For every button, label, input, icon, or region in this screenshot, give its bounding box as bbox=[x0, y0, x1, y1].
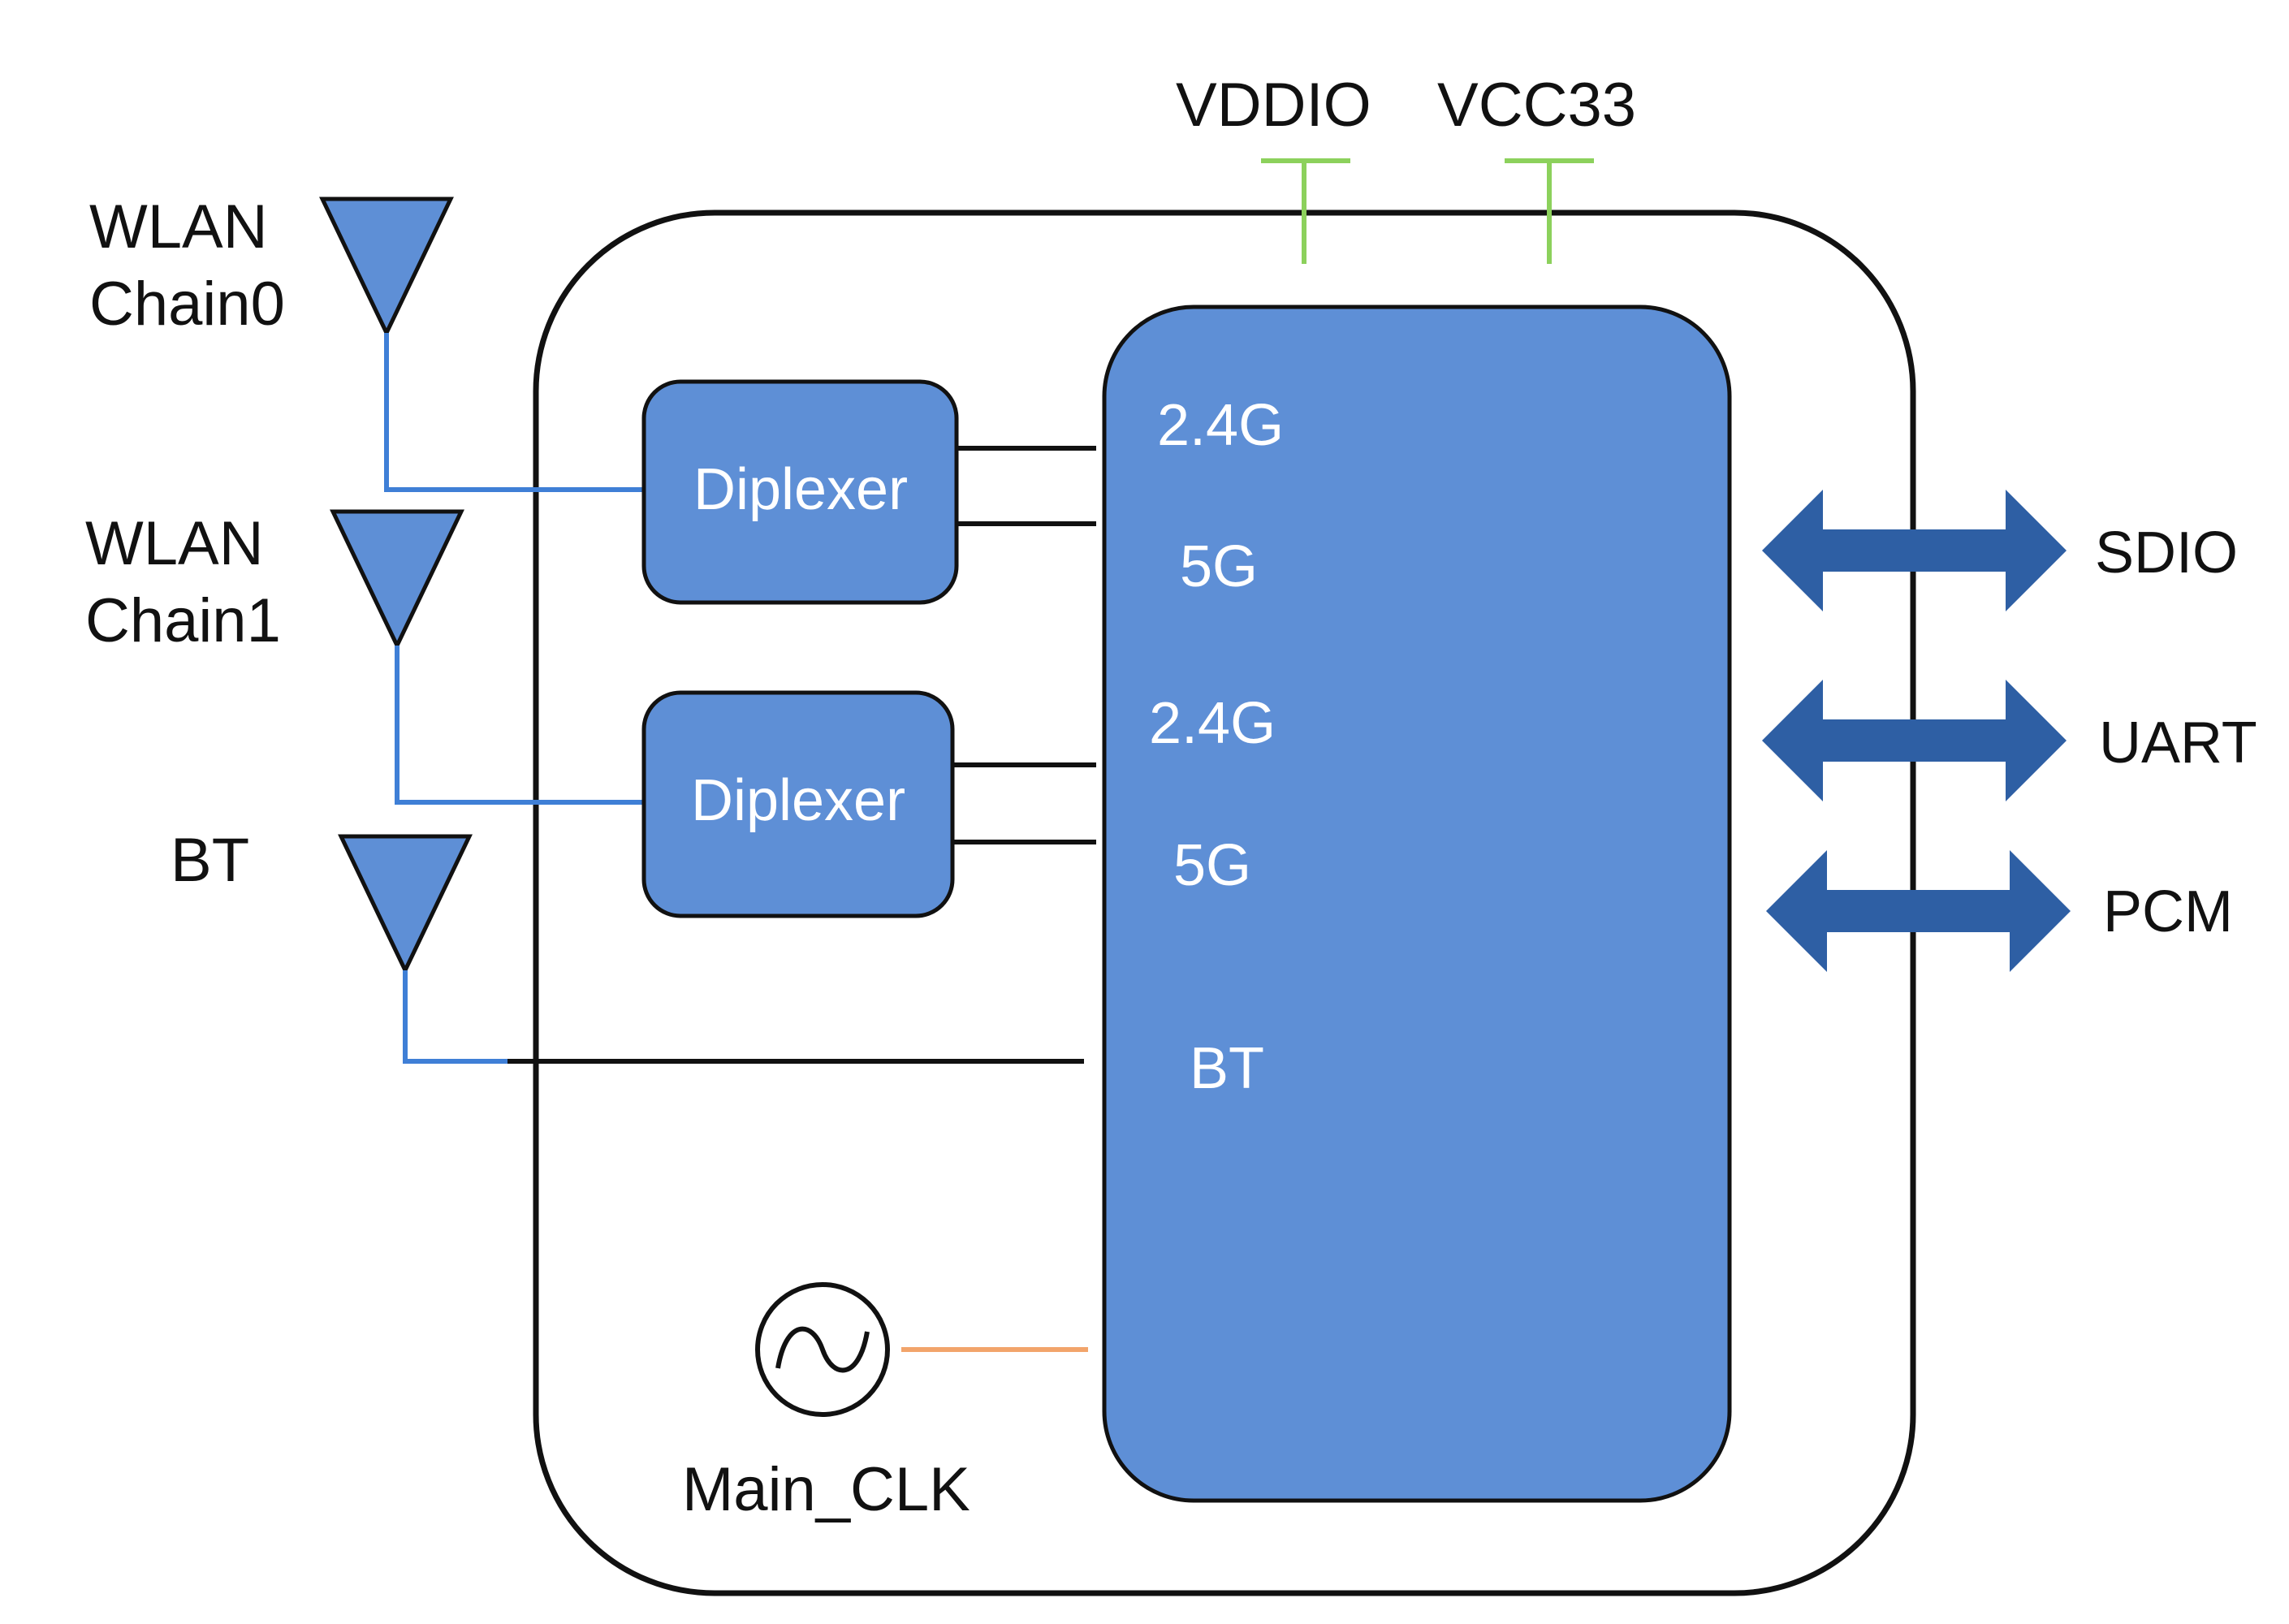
port-label-2g4-b: 2.4G bbox=[1149, 691, 1276, 756]
rf-line-bt bbox=[403, 970, 507, 1064]
antenna-wlan-chain1-icon bbox=[330, 509, 464, 650]
power-connector-vddio bbox=[1261, 158, 1350, 264]
diplexer-label-2: Diplexer bbox=[691, 768, 905, 833]
antenna-label-chain0-line2: Chain0 bbox=[89, 270, 285, 339]
clock-label: Main_CLK bbox=[682, 1455, 970, 1524]
antenna-wlan-chain0-icon bbox=[319, 197, 454, 338]
antenna-label-chain0-line1: WLAN bbox=[89, 192, 268, 261]
uart-double-arrow-icon bbox=[1762, 680, 2067, 801]
interface-label-pcm: PCM bbox=[2103, 879, 2233, 944]
diplexer-box-2 bbox=[641, 690, 955, 918]
wifi-bt-chip bbox=[1102, 304, 1732, 1503]
interface-label-sdio: SDIO bbox=[2095, 520, 2238, 585]
interface-label-uart: UART bbox=[2099, 710, 2257, 775]
port-label-5g-b: 5G bbox=[1173, 833, 1251, 898]
pcm-double-arrow-icon bbox=[1766, 850, 2071, 972]
diplexer-box-1 bbox=[641, 379, 959, 605]
antenna-label-chain1-line2: Chain1 bbox=[85, 586, 281, 655]
port-label-5g-a: 5G bbox=[1180, 534, 1258, 599]
power-connector-vcc33 bbox=[1505, 158, 1594, 264]
port-label-2g4-a: 2.4G bbox=[1157, 393, 1284, 458]
rf-line-chain0 bbox=[384, 333, 646, 492]
sdio-double-arrow-icon bbox=[1762, 490, 2067, 611]
antenna-bt-icon bbox=[338, 834, 473, 975]
sine-wave-icon bbox=[775, 1326, 870, 1373]
port-label-bt: BT bbox=[1190, 1036, 1264, 1101]
diplexer-label-1: Diplexer bbox=[693, 457, 908, 522]
rf-line-chain1 bbox=[395, 646, 646, 805]
antenna-label-chain1-line1: WLAN bbox=[85, 509, 264, 578]
power-label-vddio: VDDIO bbox=[1176, 71, 1371, 140]
power-label-vcc33: VCC33 bbox=[1437, 71, 1636, 140]
antenna-label-bt: BT bbox=[171, 826, 249, 895]
